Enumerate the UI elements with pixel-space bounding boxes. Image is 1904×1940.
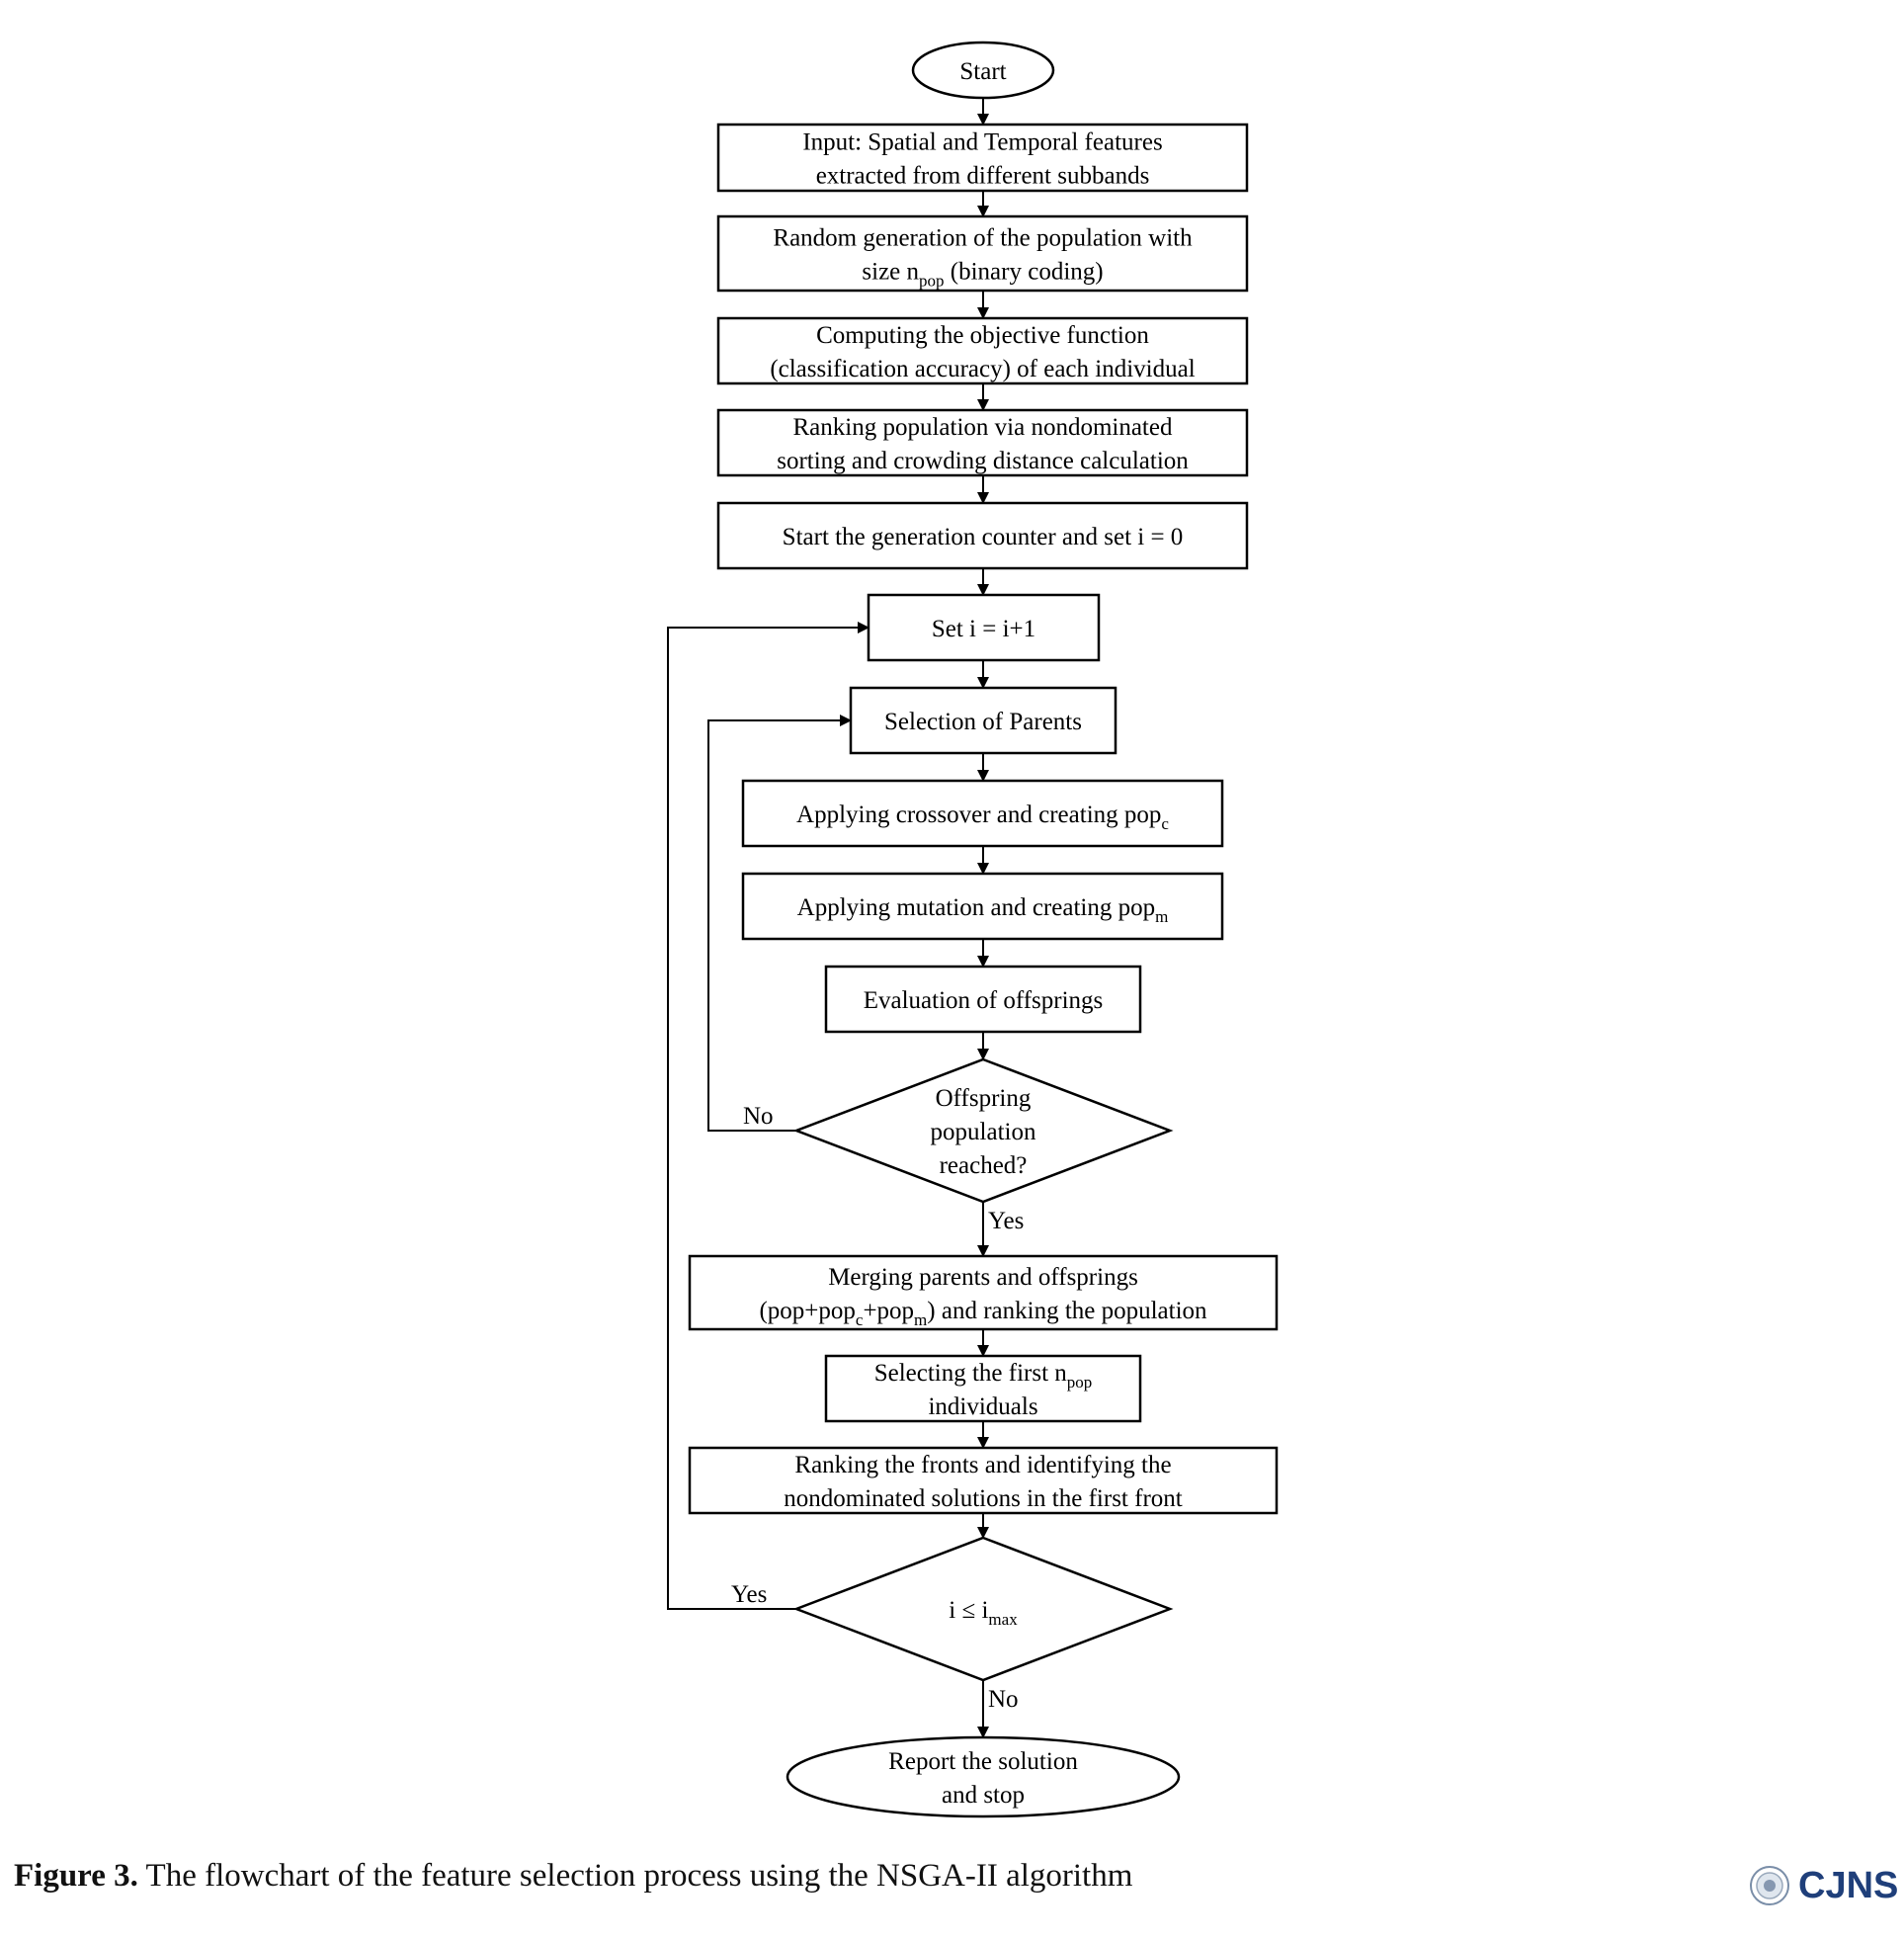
node-evaluation-text-line-1: Evaluation of offsprings xyxy=(864,987,1104,1014)
node-objective-shape xyxy=(716,316,1249,385)
flowchart-shapes xyxy=(688,41,1279,1818)
node-input-shape xyxy=(716,123,1249,193)
flowchart-edges xyxy=(667,98,989,1738)
node-loop-check-text-line-1: i ≤ imax​ xyxy=(949,1597,1018,1629)
node-offspring-check-text-line-3: reached? xyxy=(940,1152,1028,1179)
node-selecting-text-line-1: Selecting the first npop​ xyxy=(874,1360,1093,1392)
node-input-text-line-2: extracted from different subbands xyxy=(816,163,1150,190)
node-offspring-check-text-line-2: population xyxy=(931,1119,1036,1145)
node-fronts-text-line-2: nondominated solutions in the first fron… xyxy=(784,1485,1182,1512)
node-fronts-shape xyxy=(688,1446,1279,1515)
node-merging-text-line-1: Merging parents and offsprings xyxy=(828,1264,1138,1291)
node-merging-shape xyxy=(688,1254,1279,1331)
edge-label-loop-no: No xyxy=(988,1686,1019,1713)
node-objective-text-line-1: Computing the objective function xyxy=(816,322,1149,349)
node-mutation-shape xyxy=(741,872,1224,941)
node-ranking-text-line-2: sorting and crowding distance calculatio… xyxy=(777,448,1189,474)
node-random-text-line-2: size npop​ (binary coding) xyxy=(862,259,1103,291)
edge-label-offspring-yes: Yes xyxy=(988,1208,1024,1234)
node-offspring-check-text-line-1: Offspring xyxy=(936,1085,1032,1112)
node-start-text-line-1: Start xyxy=(959,58,1006,85)
node-report-text-line-2: and stop xyxy=(942,1782,1025,1809)
edge-offspring-no-loop xyxy=(707,715,852,1132)
node-merging-text-line-2: (pop+popc​+popm​) and ranking the popula… xyxy=(759,1298,1207,1329)
node-parents-shape xyxy=(849,686,1118,755)
journal-seal-icon xyxy=(1750,1866,1789,1905)
journal-logo: CJNS xyxy=(1749,1860,1899,1911)
edge-loop-yes-back xyxy=(667,622,869,1610)
node-crossover-text-line-1: Applying crossover and creating popc​ xyxy=(796,801,1169,833)
node-objective-text-line-2: (classification accuracy) of each indivi… xyxy=(770,356,1195,382)
node-crossover-shape xyxy=(741,779,1224,848)
node-fronts-text-line-1: Ranking the fronts and identifying the xyxy=(794,1452,1171,1478)
node-selecting-text-line-2: individuals xyxy=(928,1393,1037,1420)
node-mutation-text-line-1: Applying mutation and creating popm​ xyxy=(797,894,1169,926)
caption-label: Figure 3. xyxy=(14,1858,138,1894)
node-random-text-line-1: Random generation of the population with xyxy=(773,225,1193,252)
node-report-text-line-1: Report the solution xyxy=(888,1748,1078,1775)
node-ranking-text-line-1: Ranking population via nondominated xyxy=(793,414,1173,441)
journal-logo-text: CJNS xyxy=(1798,1864,1899,1906)
node-increment-text-line-1: Set i = i+1 xyxy=(932,616,1035,642)
figure-caption: Figure 3. The flowchart of the feature s… xyxy=(14,1858,1496,1895)
node-input-text-line-1: Input: Spatial and Temporal features xyxy=(802,129,1162,156)
node-parents-text-line-1: Selection of Parents xyxy=(884,709,1082,735)
edge-label-offspring-no: No xyxy=(743,1103,774,1130)
edge-label-loop-yes: Yes xyxy=(731,1581,767,1608)
node-counter-text-line-1: Start the generation counter and set i =… xyxy=(783,524,1184,550)
caption-text: The flowchart of the feature selection p… xyxy=(137,1858,1133,1894)
